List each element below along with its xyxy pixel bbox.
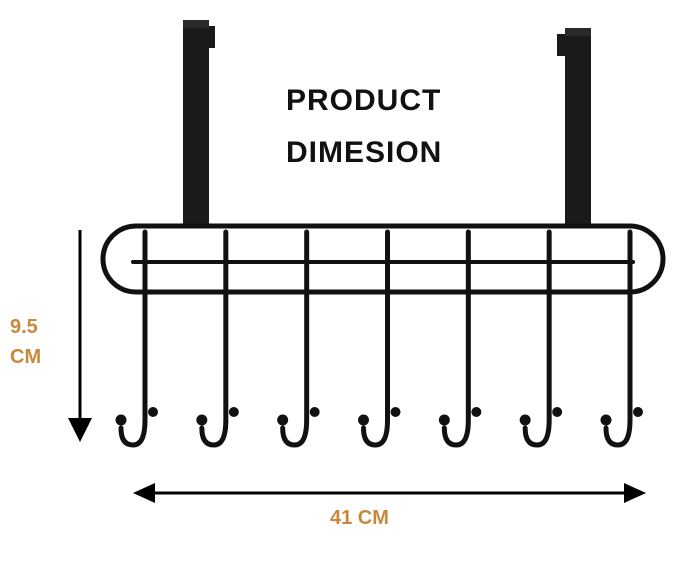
height-unit: CM (10, 346, 42, 368)
hooks-group (115, 229, 643, 448)
door-bracket-left (183, 20, 215, 225)
rack-frame (100, 223, 666, 295)
width-arrow (133, 483, 646, 503)
hook-ball-tip (390, 407, 401, 417)
hook-ball-tip (552, 407, 563, 417)
hook-ball-tip (228, 407, 239, 417)
hook-ball-tip (148, 407, 158, 417)
door-bracket-right (557, 28, 591, 225)
hook (118, 229, 148, 448)
hook (361, 229, 390, 448)
hook (522, 229, 552, 448)
hook-ball-tip (115, 414, 127, 426)
hook-ball-tip (633, 407, 643, 417)
hook-ball-tip (196, 414, 208, 426)
hook-ball-tip (600, 414, 612, 426)
hook-ball-tip (358, 414, 369, 426)
width-label: 41 CM (330, 507, 389, 529)
hook-ball-tip (309, 407, 320, 417)
hook (603, 229, 633, 448)
hook (199, 229, 229, 448)
height-value: 9.5 (10, 316, 38, 338)
hook (441, 229, 471, 448)
hook-ball-tip (471, 407, 482, 417)
title-line-1: PRODUCT (286, 84, 442, 117)
title-line-2: DIMESION (286, 136, 443, 169)
hook-ball-tip (519, 414, 531, 426)
hook-ball-tip (438, 414, 450, 426)
hook (280, 229, 310, 448)
hook-ball-tip (277, 414, 289, 426)
